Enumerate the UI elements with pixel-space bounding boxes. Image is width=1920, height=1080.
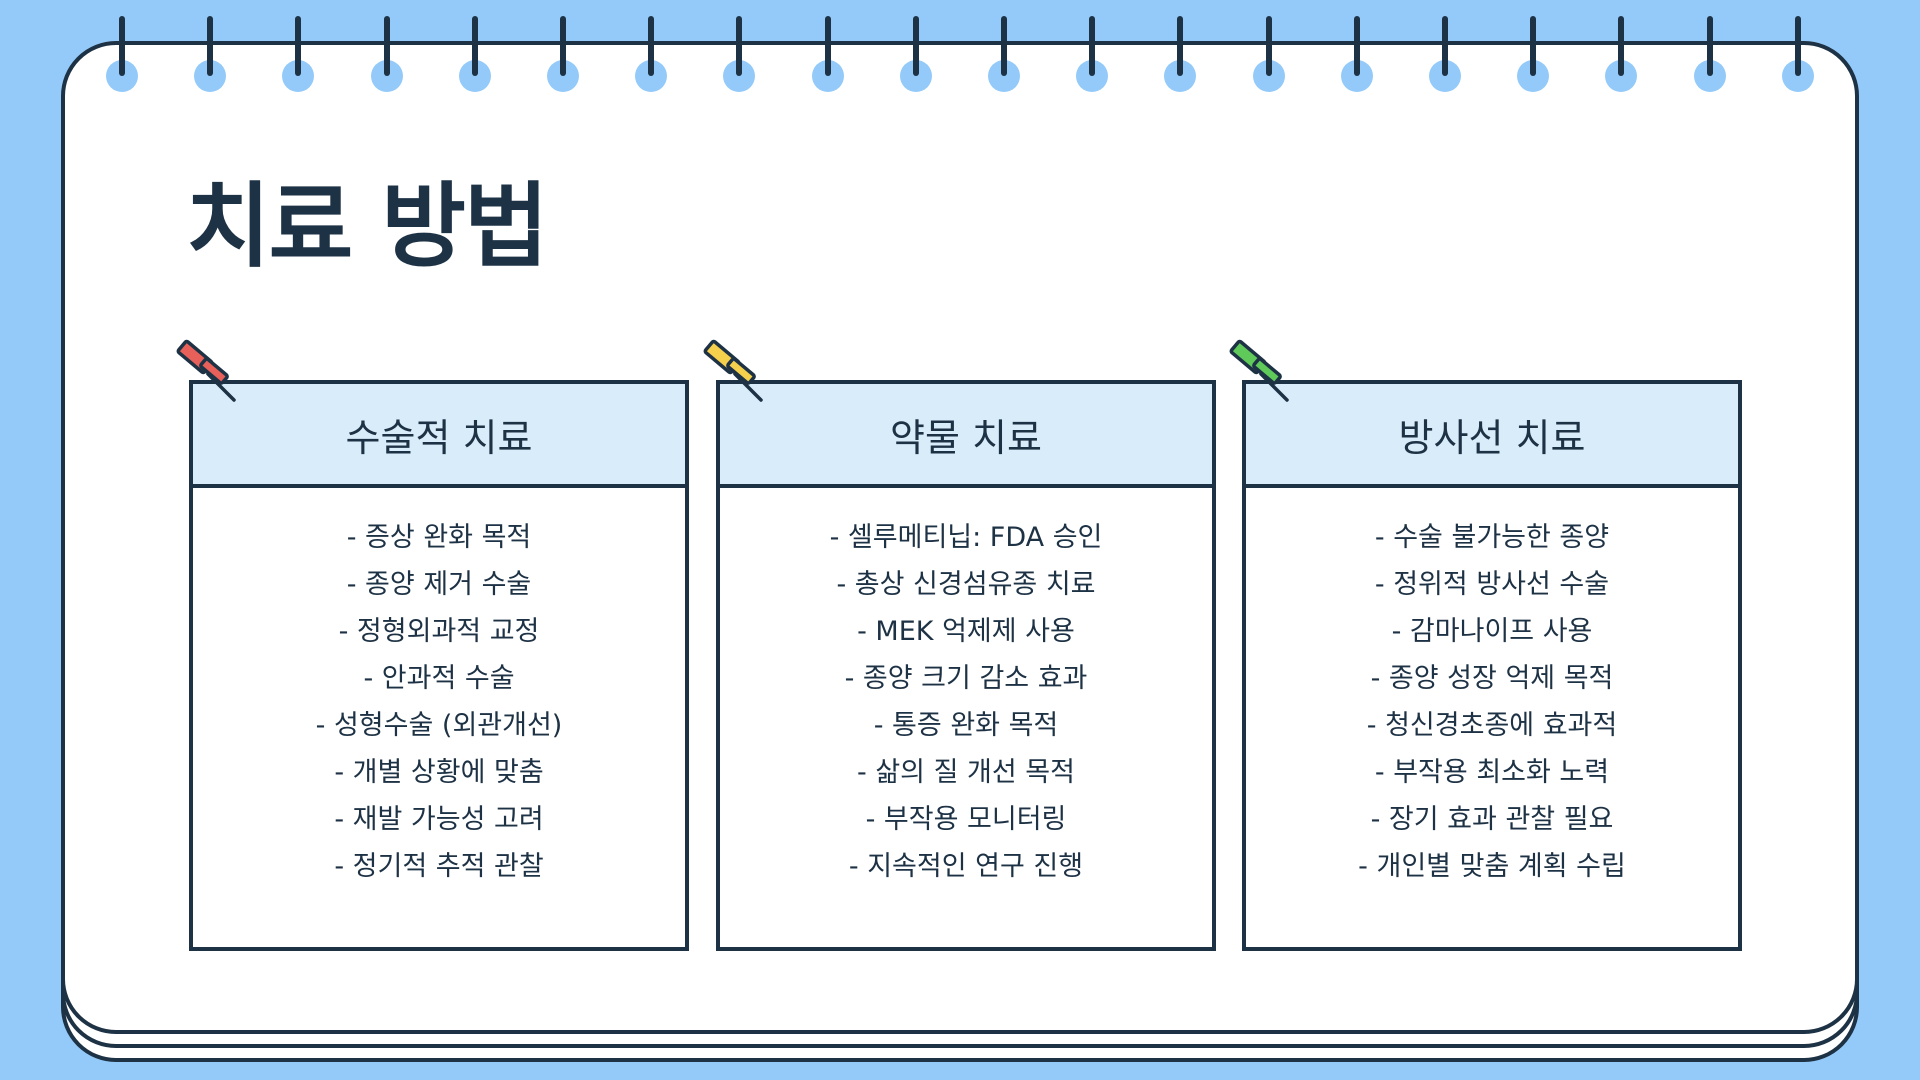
list-item: - 지속적인 연구 진행 [848,851,1084,882]
ring-wire [1089,16,1096,76]
card-drug-treatment: 약물 치료 - 셀루메티닙: FDA 승인 - 총상 신경섬유종 치료 - ME… [716,380,1216,951]
red-pushpin-icon [176,339,236,402]
card-item-list: - 증상 완화 목적 - 종양 제거 수술 - 정형외과적 교정 - 안과적 수… [193,488,685,890]
list-item: - 수술 불가능한 종양 [1374,522,1610,553]
binding-ring-icon [1605,16,1638,92]
card-heading: 약물 치료 [720,384,1212,488]
binding-ring-icon [988,16,1020,92]
card-heading: 수술적 치료 [193,384,685,488]
binding-ring-icon [1164,16,1197,92]
list-item: - 통증 완화 목적 [873,710,1059,741]
binding-ring-icon [282,16,315,92]
ring-wire [207,16,214,76]
list-item: - 부작용 최소화 노력 [1374,757,1610,788]
ring-wire [295,16,302,76]
list-item: - 성형수술 (외관개선) [315,710,563,741]
ring-wire [560,16,566,76]
list-item: - 종양 성장 억제 목적 [1370,663,1614,694]
list-item: - 안과적 수술 [363,663,515,694]
ring-wire [1265,16,1272,76]
list-item: - 삶의 질 개선 목적 [857,757,1075,788]
list-item: - 정형외과적 교정 [338,616,540,647]
binding-ring-icon [1076,16,1109,92]
list-item: - MEK 억제제 사용 [857,616,1075,647]
ring-wire [1177,16,1184,76]
list-item: - 장기 효과 관찰 필요 [1370,804,1614,835]
list-item: - 정기적 추적 관찰 [334,851,544,882]
list-item: - 개별 상황에 맞춤 [334,757,544,788]
card-surgical-treatment: 수술적 치료 - 증상 완화 목적 - 종양 제거 수술 - 정형외과적 교정 … [189,380,689,951]
binding-ring-icon [899,16,932,92]
ring-wire [648,16,655,76]
ring-wire [471,16,478,76]
ring-wire [1530,16,1537,76]
binding-ring-icon [547,16,579,92]
card-item-list: - 수술 불가능한 종양 - 정위적 방사선 수술 - 감마나이프 사용 - 종… [1246,488,1738,890]
binding-ring-icon [1340,16,1373,92]
yellow-pushpin-icon [703,339,763,402]
list-item: - 셀루메티닙: FDA 승인 [829,522,1103,553]
ring-wire [736,16,743,76]
ring-wire [383,16,390,76]
list-item: - 총상 신경섬유종 치료 [836,569,1096,600]
list-item: - 감마나이프 사용 [1391,616,1593,647]
binding-ring-icon [723,16,756,92]
binding-ring-icon [106,16,138,92]
list-item: - 증상 완화 목적 [346,522,532,553]
ring-wire [912,16,919,76]
ring-wire [824,16,831,76]
page-title: 치료 방법 [186,173,549,280]
list-item: - 부작용 모니터링 [865,804,1067,835]
binding-ring-icon [811,16,844,92]
card-heading: 방사선 치료 [1246,384,1738,488]
ring-wire [119,16,125,76]
binding-ring-icon [1693,16,1726,92]
list-item: - 정위적 방사선 수술 [1374,569,1610,600]
ring-wire [1001,16,1007,76]
list-item: - 개인별 맞춤 계획 수립 [1358,851,1626,882]
spiral-binding [0,0,1920,100]
list-item: - 청신경초종에 효과적 [1366,710,1618,741]
binding-ring-icon [370,16,403,92]
list-item: - 종양 제거 수술 [346,569,532,600]
ring-wire [1706,16,1713,76]
binding-ring-icon [635,16,668,92]
binding-ring-icon [458,16,491,92]
ring-wire [1353,16,1360,76]
binding-ring-icon [1781,16,1814,92]
list-item: - 재발 가능성 고려 [334,804,544,835]
ring-wire [1794,16,1801,76]
green-pushpin-icon [1229,339,1289,402]
binding-ring-icon [1429,16,1461,92]
ring-wire [1618,16,1625,76]
list-item: - 종양 크기 감소 효과 [844,663,1088,694]
binding-ring-icon [1517,16,1550,92]
ring-wire [1442,16,1448,76]
binding-ring-icon [1252,16,1285,92]
card-radiation-treatment: 방사선 치료 - 수술 불가능한 종양 - 정위적 방사선 수술 - 감마나이프… [1242,380,1742,951]
card-item-list: - 셀루메티닙: FDA 승인 - 총상 신경섬유종 치료 - MEK 억제제 … [720,488,1212,890]
binding-ring-icon [194,16,227,92]
